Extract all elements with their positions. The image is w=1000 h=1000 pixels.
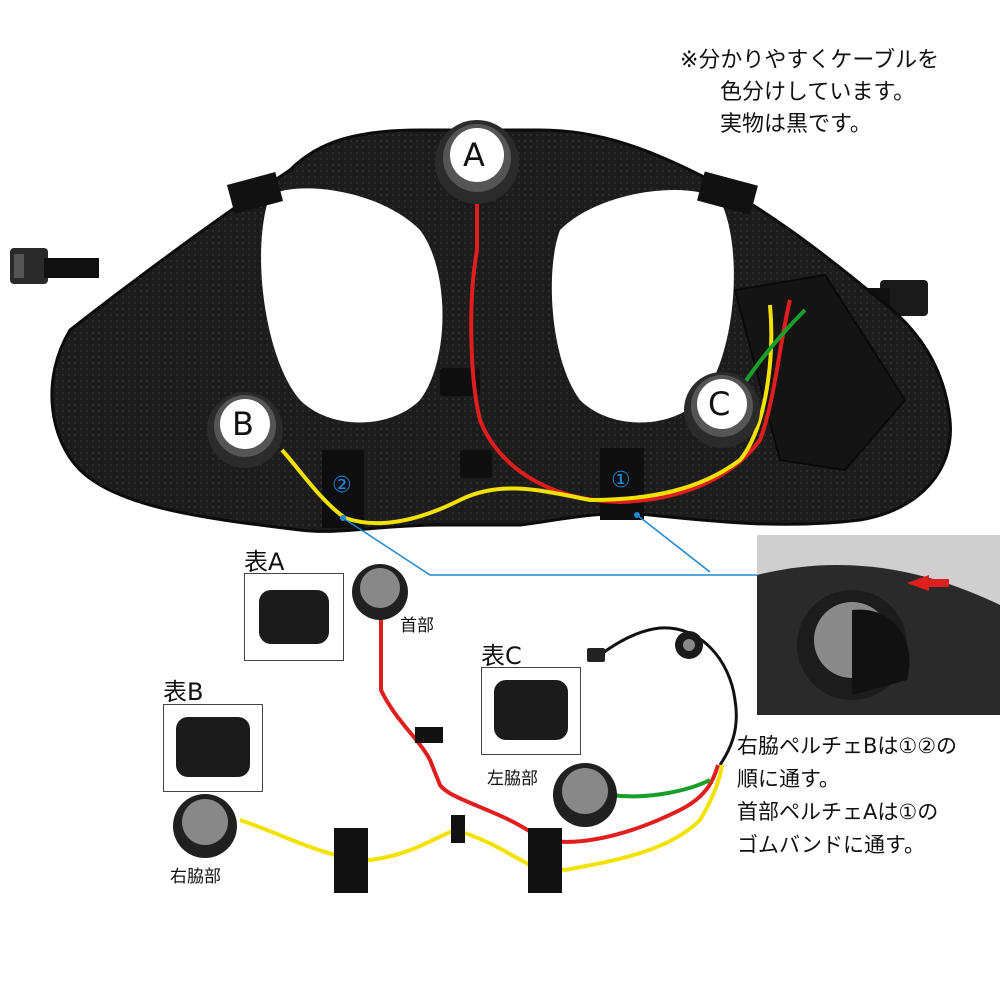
inset-detail-illustration: [757, 535, 1000, 715]
instructions: 右脇ペルチェBは①②の 順に通す。 首部ペルチェAは①の ゴムバンドに通す。: [737, 730, 957, 862]
neck-caption: 首部: [400, 616, 434, 636]
front-b-unit-icon: [176, 717, 250, 777]
loop-2-label: ②: [332, 473, 352, 498]
marker-b-label: B: [232, 405, 254, 443]
usb-plug-icon: [587, 648, 605, 662]
neck-peltier-unit: [352, 564, 408, 620]
front-c-unit-icon: [494, 680, 568, 740]
front-c-frame: [481, 667, 581, 755]
clip-icon: [451, 815, 465, 843]
marker-c-label: C: [708, 385, 731, 423]
peltier-a-marker: [435, 120, 519, 204]
left-buckle-icon: [10, 248, 99, 284]
peltier-b-marker: [207, 392, 283, 468]
front-a-unit-icon: [259, 590, 329, 644]
front-b-caption: 表B: [163, 678, 204, 706]
color-note: ※分かりやすくケーブルを 色分けしています。 実物は黒です。: [680, 45, 939, 141]
instruction-line-3: 首部ペルチェAは①の: [737, 800, 939, 824]
note-line-2: 色分けしています。: [720, 80, 916, 105]
front-a-frame: [244, 573, 344, 661]
marker-a-label: A: [463, 136, 485, 174]
peltier-c-marker: [684, 372, 760, 448]
left-side-peltier-unit: [553, 763, 617, 827]
instruction-line-2: 順に通す。: [737, 767, 840, 791]
right-side-peltier-unit: [173, 794, 237, 858]
front-b-frame: [163, 704, 263, 792]
left-side-caption: 左脇部: [487, 769, 538, 789]
loop-1-label: ①: [611, 468, 631, 493]
front-a-caption: 表A: [244, 548, 285, 576]
note-line-3: 実物は黒です。: [720, 112, 872, 137]
clip-icon: [415, 727, 443, 743]
connector-block-right: [528, 828, 562, 893]
connector-block-left: [334, 828, 368, 893]
front-c-caption: 表C: [481, 642, 522, 670]
right-side-caption: 右脇部: [170, 867, 221, 887]
instruction-line-1: 右脇ペルチェBは①②の: [737, 734, 958, 758]
inset-photo: [757, 535, 1000, 715]
instruction-line-4: ゴムバンドに通す。: [737, 833, 925, 857]
note-line-1: ※分かりやすくケーブルを: [680, 48, 940, 73]
